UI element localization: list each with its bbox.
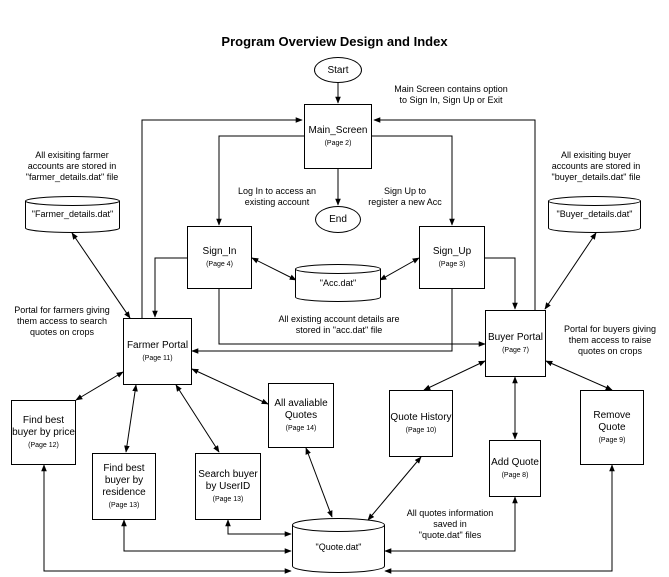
box-sign-up-page: (Page 3): [438, 260, 466, 268]
connector-farmer-main: [141, 117, 303, 319]
box-add-quote: Add Quote (Page 8): [489, 440, 541, 497]
box-sign-in-page: (Page 4): [206, 260, 233, 268]
connector-signup-acc: [379, 257, 420, 281]
note-main-options: Main Screen contains option to Sign In, …: [375, 84, 527, 106]
datastore-quote-label: "Quote.dat": [315, 542, 362, 552]
note-login-text: Log In to access an existing account: [237, 186, 317, 207]
note-farmer-portal: Portal for farmers giving them access to…: [2, 305, 122, 338]
box-quote-history: Quote History (Page 10): [389, 390, 453, 457]
box-buyer-portal-page: (Page 7): [502, 346, 529, 354]
note-acc-stored: All existing account details are stored …: [252, 314, 426, 336]
box-sign-in-title: Sign_In: [202, 245, 237, 257]
note-buyer-portal-text: Portal for buyers giving them access to …: [563, 324, 657, 356]
connector-signup-farmer: [191, 289, 453, 354]
note-buyer-accounts: All exisiting buyer accounts are stored …: [536, 150, 656, 183]
end-node: End: [315, 206, 361, 233]
connector-searchid-quote: [225, 519, 292, 537]
datastore-quote: "Quote.dat": [292, 518, 385, 573]
note-farmer-portal-text: Portal for farmers giving them access to…: [14, 305, 110, 337]
connector-buyerdat-buyer: [544, 232, 597, 310]
connector-buyer-history: [423, 360, 486, 391]
box-main-screen: Main_Screen (Page 2): [304, 104, 372, 169]
box-quote-history-page: (Page 10): [405, 426, 437, 434]
note-farmer-accounts-text: All exisiting farmer accounts are stored…: [25, 150, 119, 182]
box-farmer-portal-page: (Page 11): [142, 354, 173, 362]
note-login: Log In to access an existing account: [222, 186, 332, 208]
box-remove-quote: Remove Quote (Page 9): [580, 390, 644, 465]
datastore-buyer-details-label: "Buyer_details.dat": [556, 209, 633, 219]
note-buyer-accounts-text: All exisiting buyer accounts are stored …: [551, 150, 641, 182]
box-buyer-portal-title: Buyer Portal: [487, 331, 544, 343]
box-remove-quote-title: Remove Quote: [593, 409, 631, 433]
datastore-farmer-details: "Farmer_details.dat": [25, 196, 120, 233]
box-farmer-portal-title: Farmer Portal: [126, 339, 189, 351]
note-quotes-saved-text: All quotes information saved in "quote.d…: [406, 508, 494, 540]
box-all-quotes-page: (Page 14): [285, 424, 317, 432]
note-main-options-text: Main Screen contains option to Sign In, …: [394, 84, 508, 105]
note-quotes-saved: All quotes information saved in "quote.d…: [400, 508, 500, 541]
box-find-best-buyer-by-residence: Find best buyer by residence (Page 13): [92, 453, 156, 520]
connector-farmer-findres: [124, 384, 138, 453]
box-remove-quote-page: (Page 9): [598, 436, 626, 444]
diagram-title: Program Overview Design and Index: [221, 34, 448, 49]
box-quote-history-title: Quote History: [390, 411, 452, 423]
box-main-screen-page: (Page 2): [324, 139, 352, 147]
connector-signup-buyer: [485, 257, 518, 310]
note-farmer-accounts: All exisiting farmer accounts are stored…: [10, 150, 134, 183]
start-node: Start: [314, 57, 362, 83]
datastore-buyer-details: "Buyer_details.dat": [548, 196, 641, 233]
box-add-quote-page: (Page 8): [501, 471, 529, 479]
connector-buyer-removequote: [545, 360, 613, 391]
note-signup-text: Sign Up to register a new Acc: [368, 186, 442, 207]
box-search-userid-page: (Page 13): [212, 495, 244, 503]
box-find-residence-page: (Page 13): [108, 501, 140, 509]
connector-buyer-main: [373, 117, 536, 311]
connector-farmer-searchid: [175, 384, 220, 453]
connector-farmer-allquotes: [191, 368, 269, 405]
note-buyer-portal: Portal for buyers giving them access to …: [551, 324, 669, 357]
datastore-farmer-details-label: "Farmer_details.dat": [31, 209, 114, 219]
note-acc-stored-text: All existing account details are stored …: [278, 314, 400, 335]
connector-signin-farmer: [152, 257, 187, 318]
box-find-best-buyer-by-price: Find best buyer by price (Page 12): [11, 400, 76, 465]
box-farmer-portal: Farmer Portal (Page 11): [123, 318, 192, 385]
box-find-residence-title: Find best buyer by residence: [102, 462, 146, 498]
box-add-quote-title: Add Quote: [491, 456, 539, 468]
box-all-available-quotes: All avaliable Quotes (Page 14): [268, 383, 334, 448]
box-all-quotes-title: All avaliable Quotes: [274, 397, 328, 421]
connector-farmerdat-farmer: [71, 232, 131, 319]
box-sign-up-title: Sign_Up: [432, 245, 472, 257]
box-find-price-page: (Page 12): [28, 441, 59, 449]
connector-farmer-findprice: [75, 371, 124, 401]
datastore-acc-label: "Acc.dat": [319, 278, 357, 288]
box-find-price-title: Find best buyer by price: [12, 414, 75, 438]
box-buyer-portal: Buyer Portal (Page 7): [485, 310, 546, 377]
connector-removequote-quote: [384, 464, 615, 574]
connector-signin-acc: [251, 257, 297, 281]
connector-allquotes-quote: [305, 447, 333, 518]
connector-findprice-quote: [41, 464, 292, 574]
note-signup: Sign Up to register a new Acc: [365, 186, 445, 208]
connector-main-signup: [372, 135, 455, 226]
box-search-userid-title: Search buyer by UserID: [198, 468, 258, 492]
box-sign-up: Sign_Up (Page 3): [419, 226, 485, 289]
box-main-screen-title: Main_Screen: [308, 124, 368, 136]
box-search-buyer-by-userid: Search buyer by UserID (Page 13): [195, 453, 261, 520]
box-sign-in: Sign_In (Page 4): [187, 226, 252, 289]
connector-main-signin: [216, 135, 304, 226]
connector-signin-buyer: [218, 289, 486, 347]
connector-findres-quote: [121, 519, 292, 554]
datastore-acc: "Acc.dat": [295, 264, 381, 302]
